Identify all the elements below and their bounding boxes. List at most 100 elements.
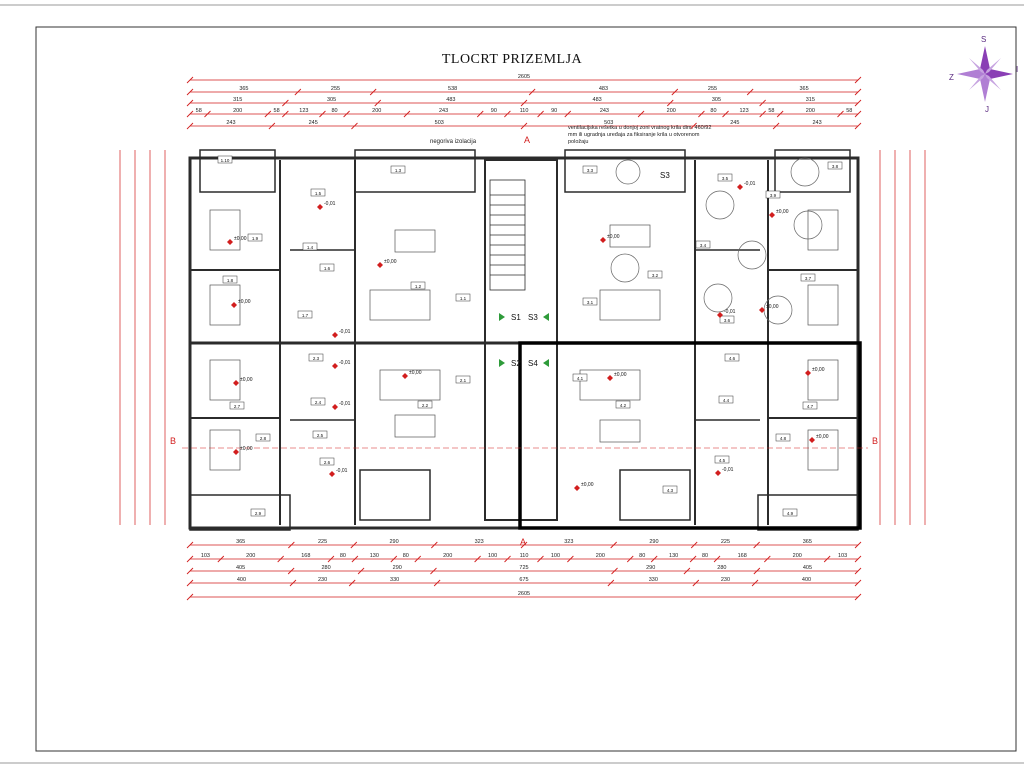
dim-bottom-row2-label: 110 [520,553,529,559]
dim-bottom-row1-label: 365 [803,539,812,545]
room-tag-1-8: 1.8 [227,278,234,283]
arrow-s1 [499,313,505,321]
dim-top-row1-label: 255 [331,86,340,92]
room-tag-1-3: 1.3 [395,168,402,173]
room-tag-box [310,397,326,406]
room-tag-box [800,273,816,282]
dim-bottom-row2-tick [277,555,285,563]
room-tag-2-8: 2.8 [260,436,267,441]
dim-top-total-tick [186,76,194,84]
dim-top-row4-label: 243 [812,120,821,126]
room-tag-1-6: 1.6 [324,266,331,271]
dim-bottom-row3-label: 290 [646,565,655,571]
dim-bottom-total-tick [854,593,862,601]
room-tag-box [417,400,433,409]
room-tag-4-3: 4.3 [667,488,674,493]
dim-bottom-row3-label: 290 [393,565,402,571]
dim-bottom-row1-tick [753,541,760,549]
dim-top-row3-label: 90 [551,108,557,114]
staircase [489,179,526,291]
dim-bottom-row3-label: 405 [803,565,812,571]
room-tag-box [647,270,663,279]
building-walls [188,149,860,531]
highlighted-unit-frame [518,341,862,530]
furniture [209,209,839,471]
level-mark-symbol [809,437,815,443]
level-marks: ±0,00±0,00±0,00±0,00±0,00±0,00±0,00±0,00… [227,181,829,491]
dim-bottom-row2-label: 168 [738,553,747,559]
dim-top-row1-label: 365 [239,86,248,92]
dim-top-row2-label: 483 [593,97,602,103]
level-mark-symbol [759,307,765,313]
level-mark: ±0,00 [240,377,253,383]
level-mark: ±0,00 [614,372,627,378]
dim-bottom-row4-label: 330 [390,577,399,583]
dim-bottom-row2-label: 200 [443,553,452,559]
dim-top-row4-label: 245 [309,120,318,126]
level-mark-low-symbol [317,204,323,210]
room-tag-box [695,240,711,249]
dim-bottom-row2-tick [567,555,574,563]
dim-top-row3-tick [319,110,326,118]
unit-label-s4: S4 [528,359,538,368]
level-mark-low: -0,01 [339,329,351,335]
dim-top-row1-tick [528,88,536,96]
room-tag-4-4: 4.4 [723,398,730,403]
room-tag-box [714,455,730,464]
dim-bottom-row4-tick [289,579,297,587]
accessibility-turning-circles [610,157,823,325]
level-mark-low: -0,01 [744,181,756,187]
dim-top-row3-tick [186,110,194,118]
room-tag-box [775,433,791,442]
dim-top-row3-tick [564,110,572,118]
room-tag-2-4: 2.4 [315,400,322,405]
section-a-top: A [524,135,530,145]
room-tag-box [319,263,335,272]
level-mark-low: -0,01 [339,401,351,407]
arrow-s3 [543,313,549,321]
sheet-title: TLOCRT PRIZEMLJA [441,52,583,67]
dim-bottom-row2-label: 200 [246,553,255,559]
level-mark: ±0,00 [238,299,251,305]
level-mark-symbol [769,212,775,218]
dim-top-row3-tick [476,110,484,118]
level-mark-low: -0,01 [724,309,736,315]
dim-top-row3-label: 80 [710,108,716,114]
room-tag-3-1: 3.1 [587,300,594,305]
vent-note-box: ventilacijska rešetka u donjoj zoni vrat… [568,125,711,145]
dim-bottom-total-tick [186,593,194,601]
room-tag-2-1: 2.1 [460,378,467,383]
unit-label-s1: S1 [511,313,521,322]
unit-label-s2: S2 [511,359,521,368]
compass-north: S [981,35,986,44]
dim-bottom-row4-label: 230 [721,577,730,583]
room-tag-4-8: 4.8 [780,436,787,441]
dim-bottom-row4-label: 330 [649,577,658,583]
dim-bottom-row1-label: 290 [649,539,658,545]
dim-top-row1-tick [854,88,862,96]
room-tag-box [724,353,740,362]
dim-top-row3-tick [722,110,729,118]
room-tag-box [827,161,843,170]
level-mark-low-symbol [332,404,338,410]
dim-bottom-row4-label: 230 [318,577,327,583]
unit-label-s3: S3 [528,313,538,322]
room-tag-4-5: 4.5 [719,458,726,463]
dim-top-row4-tick [186,122,194,130]
dim-bottom-row2-label: 200 [793,553,802,559]
room-tag-3-4: 3.4 [700,243,707,248]
dim-top-row2-tick [854,99,862,107]
dim-bottom-row2-tick [474,555,481,563]
dim-bottom-row3-label: 280 [717,565,726,571]
dim-top-row1-label: 538 [448,86,457,92]
dim-top-row3-tick [637,110,645,118]
dim-bottom-row1-tick [431,541,438,549]
dim-bottom-row2-tick [351,555,359,563]
room-tag-4-2: 4.2 [620,403,627,408]
room-tag-box [310,188,326,197]
dim-bottom-row2-tick [763,555,771,563]
arrow-s4 [543,359,549,367]
room-tag-3-7: 3.7 [805,276,812,281]
dim-top-row4-tick [351,122,358,130]
